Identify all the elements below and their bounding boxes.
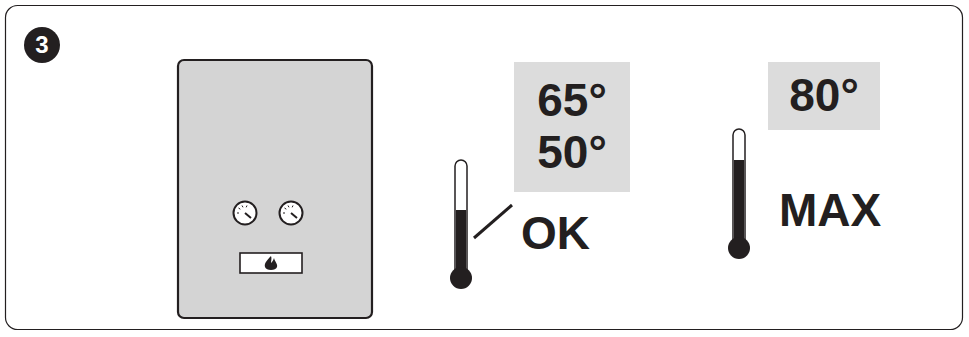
callout-text: 3: [35, 32, 48, 59]
temperature-value: 50°: [537, 127, 607, 179]
temperature-box: 80°: [768, 62, 880, 130]
thermometer-ok: [450, 160, 512, 289]
panel-border: [6, 6, 963, 330]
temperature-value: 80°: [789, 70, 859, 122]
status-label: MAX: [779, 185, 881, 236]
boiler-illustration: [178, 60, 372, 318]
thermometer-max: [728, 129, 750, 259]
status-label: OK: [521, 208, 590, 259]
callout-number: 3: [24, 27, 60, 63]
temperature-box: 65°50°: [514, 62, 630, 192]
temperature-value: 65°: [537, 75, 607, 127]
